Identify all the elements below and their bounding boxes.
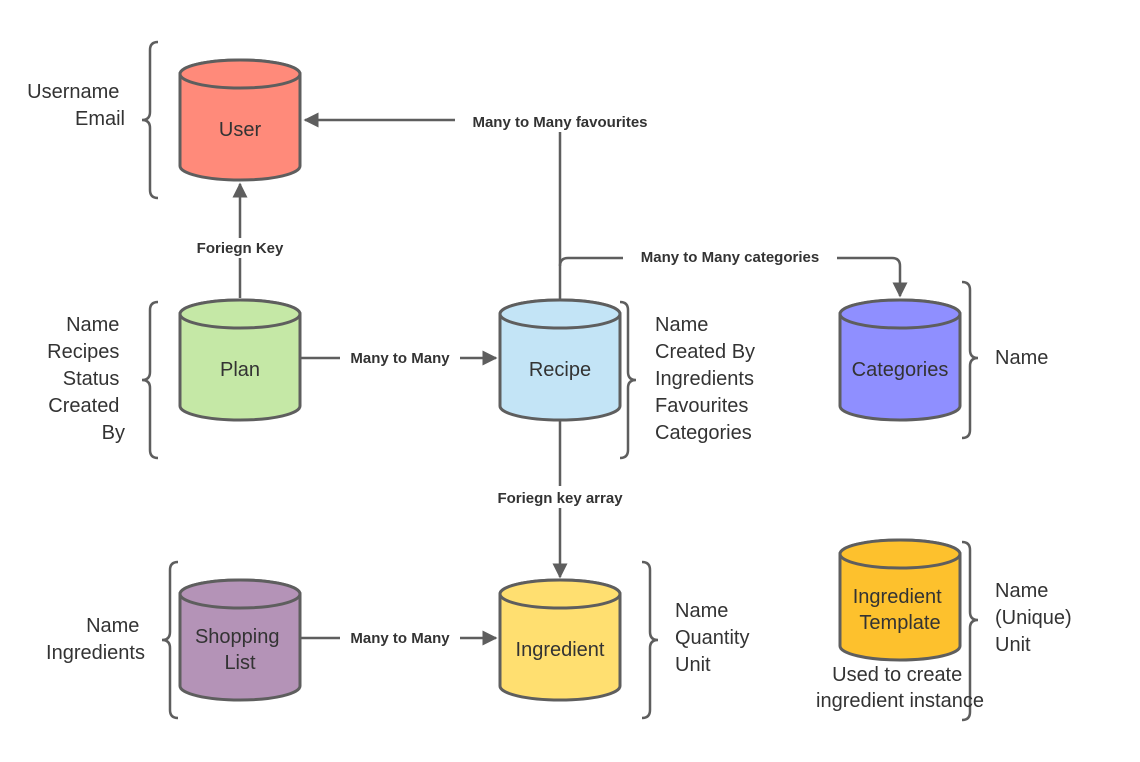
node-label-plan: Plan	[220, 359, 260, 381]
cylinder-cap	[498, 578, 622, 610]
edge-favourites-line	[303, 112, 562, 300]
node-label-ingredient: Ingredient	[516, 639, 605, 661]
node-categories	[838, 298, 962, 422]
bracket-user	[141, 40, 159, 200]
bracket-shopping-list	[161, 560, 179, 720]
cylinder-cap	[498, 298, 622, 330]
node-user	[178, 58, 302, 182]
cylinder-cap	[838, 298, 962, 330]
cylinder-cap	[838, 538, 962, 570]
node-ingredient-template	[838, 538, 962, 662]
attrs-categories: Name	[995, 347, 1048, 369]
bracket-plan	[141, 300, 159, 460]
cylinder-cap	[178, 298, 302, 330]
node-plan	[178, 298, 302, 422]
bracket-recipe	[619, 300, 637, 460]
note-ingredient-template: Used to create ingredient instance	[816, 664, 984, 712]
edge-label-foreign-key-array: Foriegn key array	[497, 490, 623, 507]
node-label-user: User	[219, 119, 262, 141]
node-recipe	[498, 298, 622, 422]
edge-label-favourites: Many to Many favourites	[472, 114, 647, 131]
edge-label-foreign-key: Foriegn Key	[197, 240, 284, 257]
node-label-recipe: Recipe	[529, 359, 591, 381]
attrs-ingredient-template: Name (Unique) Unit	[995, 580, 1077, 656]
bracket-ingredient-template	[961, 540, 979, 722]
node-ingredient	[498, 578, 622, 702]
attrs-user: Username Email	[27, 81, 125, 130]
attrs-recipe: Name Created By Ingredients Favourites C…	[655, 314, 761, 444]
cylinder-cap	[178, 58, 302, 90]
attrs-plan: Name Recipes Status Created By	[47, 314, 125, 444]
edge-label-plan-recipe: Many to Many	[350, 350, 450, 367]
node-label-ingredient-template: Ingredient Template	[853, 586, 948, 634]
attrs-shopping-list: Name Ingredients	[46, 615, 145, 664]
edge-categories-line	[558, 256, 908, 298]
bracket-ingredient	[641, 560, 659, 720]
node-label-categories: Categories	[852, 359, 949, 381]
node-shopping-list	[178, 578, 302, 702]
edge-label-categories: Many to Many categories	[641, 249, 819, 266]
attrs-ingredient: Name Quantity Unit	[675, 600, 755, 676]
bracket-categories	[961, 280, 979, 440]
edge-label-shopping-ingredient: Many to Many	[350, 630, 450, 647]
node-label-shopping-list: Shopping List	[195, 626, 285, 674]
cylinder-cap	[178, 578, 302, 610]
